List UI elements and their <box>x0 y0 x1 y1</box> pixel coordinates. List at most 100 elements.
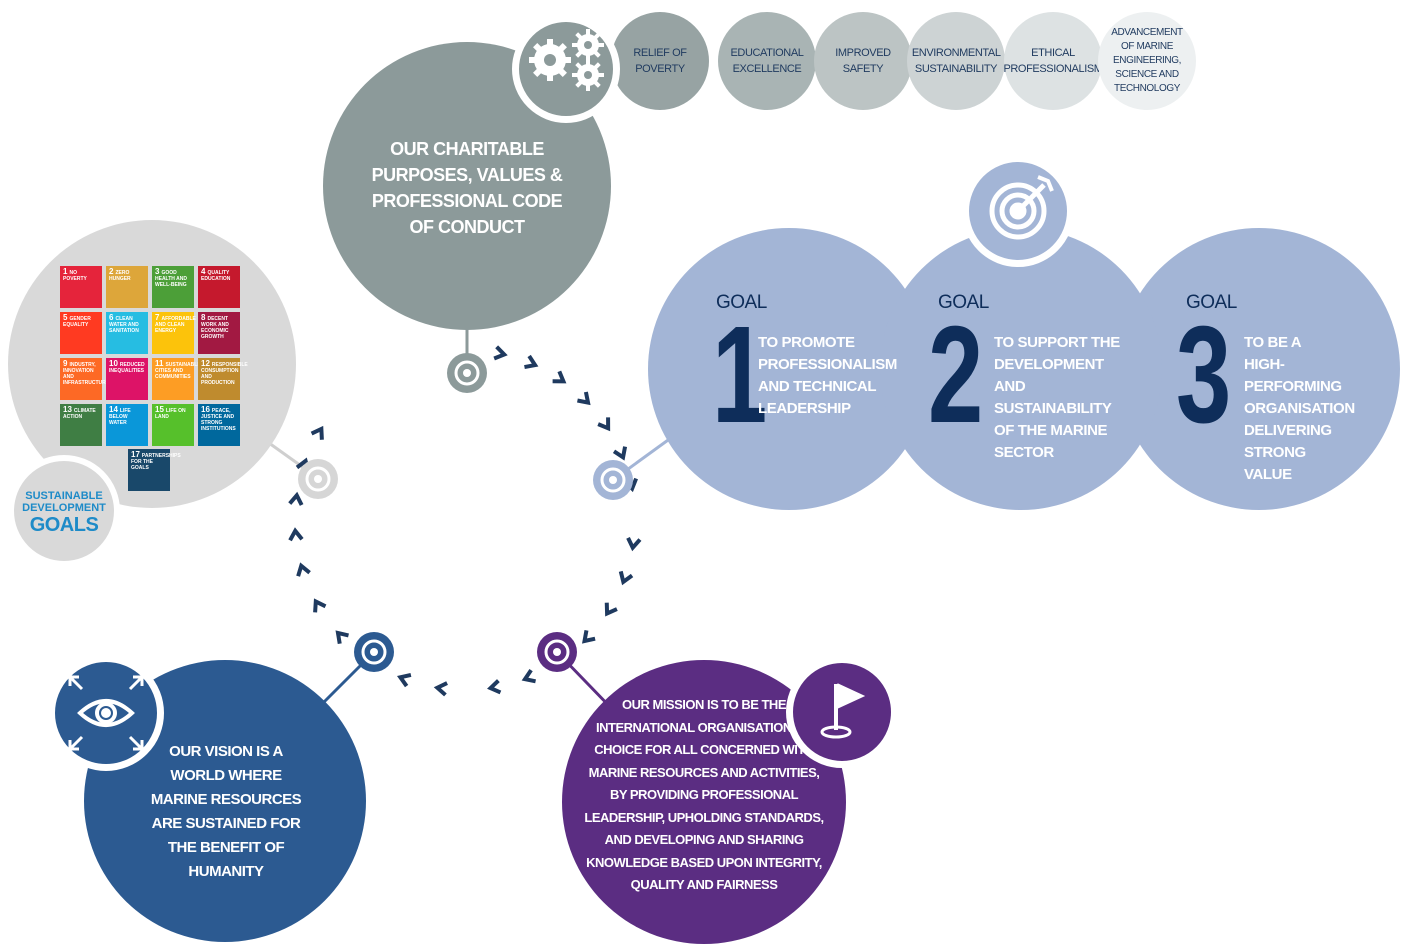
sdg-tile-number: 13 <box>63 405 72 414</box>
sdg-tile-label: NO POVERTY <box>63 270 87 282</box>
flow-chevron <box>612 446 628 461</box>
purpose-pill-5: ETHICAL PROFESSIONALISM <box>1003 12 1103 110</box>
goal-3-circle <box>1118 228 1400 510</box>
sdg-tile-label: PEACE, JUSTICE AND STRONG INSTITUTIONS <box>201 408 236 432</box>
sdg-tile-number: 12 <box>201 359 210 368</box>
flow-chevron <box>313 598 327 613</box>
flow-chevron <box>396 672 412 688</box>
sdg-tile-number: 10 <box>109 359 118 368</box>
purpose-pill-label: ENVIRONMENTAL SUSTAINABILITY <box>911 47 1001 75</box>
sdg-tile-label: RESPONSIBLE CONSUMPTION AND PRODUCTION <box>201 362 248 386</box>
purpose-pill-label: IMPROVED SAFETY <box>835 47 891 75</box>
goal-3-number: 3 <box>1176 298 1232 452</box>
purpose-pill-2: EDUCATIONAL EXCELLENCE <box>718 12 816 110</box>
sdg-tile-label: CLEAN WATER AND SANITATION <box>109 316 139 334</box>
flow-chevron <box>577 391 591 406</box>
sdg-tile-number: 4 <box>201 267 206 276</box>
purpose-pill-label: ETHICAL PROFESSIONALISM <box>1003 47 1103 75</box>
goal-1-number: 1 <box>712 298 768 452</box>
flow-chevron <box>296 562 311 577</box>
purpose-pill-4: ENVIRONMENTAL SUSTAINABILITY <box>907 12 1005 110</box>
goal-2-word: GOAL <box>938 292 989 313</box>
sdg-tile-label: GENDER EQUALITY <box>63 316 91 328</box>
sdg-logo: SUSTAINABLE DEVELOPMENT GOALS <box>18 490 110 536</box>
sdg-tile-label: LIFE BELOW WATER <box>109 408 131 426</box>
sdg-tile-number: 7 <box>155 313 160 322</box>
node-sdg[interactable] <box>298 459 338 499</box>
sdg-tile-number: 16 <box>201 405 210 414</box>
sdg-tile-number: 9 <box>63 359 68 368</box>
flow-chevron <box>288 491 304 506</box>
flow-chevron <box>626 537 642 552</box>
sdg-tile-label: QUALITY EDUCATION <box>201 270 231 282</box>
purposes-title: OUR CHARITABLE PURPOSES, VALUES & PROFES… <box>371 139 563 237</box>
sdg-tile-number: 6 <box>109 313 114 322</box>
flow-chevron <box>604 602 618 617</box>
sdg-tile-label: AFFORDABLE AND CLEAN ENERGY <box>155 316 196 334</box>
sdg-tile-label: LIFE ON LAND <box>155 408 186 420</box>
sdg-logo-badge <box>8 455 120 567</box>
flow-chevron <box>597 417 611 432</box>
sdg-tile-label: REDUCED INEQUALITIES <box>109 362 145 374</box>
goal-1-text: TO PROMOTE PROFESSIONALISM AND TECHNICAL… <box>758 334 898 417</box>
flow-chevron <box>493 345 508 361</box>
node-mission[interactable] <box>537 632 577 672</box>
flow-chevron <box>487 679 502 695</box>
vision-text: OUR VISION IS A WORLD WHERE MARINE RESOU… <box>150 743 302 880</box>
purpose-pill-label: ADVANCEMENT OF MARINE ENGINEERING, SCIEN… <box>1111 27 1183 94</box>
mission-text: OUR MISSION IS TO BE THE INTERNATIONAL O… <box>584 697 824 892</box>
flow-chevron <box>524 354 539 370</box>
goal-2-text: TO SUPPORT THE DEVELOPMENT AND SUSTAINAB… <box>994 334 1120 461</box>
goal-1-word: GOAL <box>716 292 767 313</box>
node-goals[interactable] <box>593 460 633 500</box>
sdg-tile-number: 11 <box>155 359 164 368</box>
purpose-pill-6: ADVANCEMENT OF MARINE ENGINEERING, SCIEN… <box>1098 12 1196 110</box>
purpose-pill-3: IMPROVED SAFETY <box>814 12 912 110</box>
sdg-tile-label: GOOD HEALTH AND WELL-BEING <box>155 270 187 288</box>
flow-chevron <box>433 681 448 697</box>
sdg-tile-number: 1 <box>63 267 68 276</box>
sdg-tile-number: 5 <box>63 313 68 322</box>
flow-chevron <box>521 669 536 684</box>
sdg-tile-label: PARTNERSHIPS FOR THE GOALS <box>131 453 181 471</box>
goal-3-text: TO BE A HIGH-PERFORMING ORGANISATION DEL… <box>1244 334 1355 483</box>
sdg-tile-label: CLIMATE ACTION <box>63 408 96 420</box>
sdg-tile-number: 8 <box>201 313 206 322</box>
node-purposes[interactable] <box>447 353 487 393</box>
node-vision[interactable] <box>354 632 394 672</box>
flow-chevron <box>288 527 304 542</box>
goal-2-number: 2 <box>928 298 984 452</box>
sdg-tile-number: 15 <box>155 405 164 414</box>
sdg-tile-number: 14 <box>109 405 118 414</box>
sdg-logo-line3: GOALS <box>29 514 99 536</box>
flow-chevron <box>552 370 567 384</box>
sdg-tile-number: 2 <box>109 267 114 276</box>
sdg-tile-number: 17 <box>131 450 140 459</box>
purpose-pill-label: EDUCATIONAL EXCELLENCE <box>730 47 804 75</box>
sdg-tile-number: 3 <box>155 267 160 276</box>
flow-arrows <box>288 345 642 697</box>
flow-chevron <box>582 629 596 644</box>
flow-chevron <box>335 630 349 644</box>
sdg-logo-line2: DEVELOPMENT <box>22 502 106 514</box>
